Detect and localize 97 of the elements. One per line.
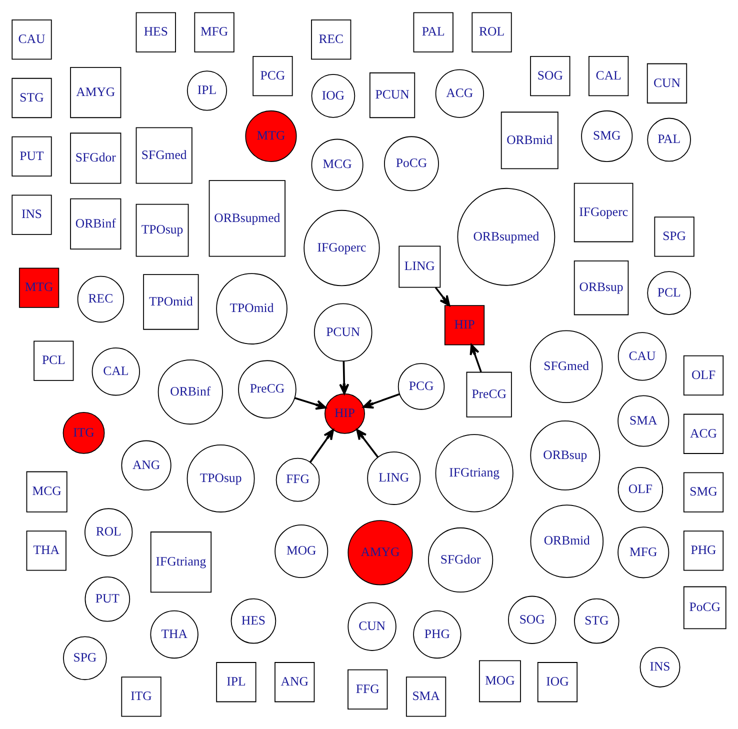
node-box: IFGoperc [574,182,634,242]
node-box: PCUN [369,72,416,118]
node-circle: SOG [508,596,556,644]
node-circle: PreCG [238,360,296,419]
node-circle: MTG [245,110,297,162]
node-box: TPOsup [136,204,189,257]
node-box: LING [398,246,441,288]
arrow [310,429,334,463]
node-circle: ANG [121,440,172,490]
node-box: ROL [472,12,512,52]
node-box: THA [26,530,66,571]
node-circle: IOG [311,74,356,118]
node-circle: MCG [311,138,364,191]
node-circle: ORBsupmed [457,188,556,286]
node-circle: ITG [62,412,105,454]
node-box: MOG [478,660,521,702]
node-box: INS [12,194,52,235]
node-box: PCG [252,56,293,96]
arrow [339,361,350,394]
node-circle: PCL [647,271,692,315]
node-box: STG [12,78,52,118]
node-box: CAU [12,20,52,60]
node-circle: PCG [398,363,445,410]
node-box: ANG [274,662,315,702]
node-circle: PUT [84,576,130,622]
arrow [294,397,326,410]
node-circle: TPOsup [186,444,255,512]
node-circle: REC [77,276,124,323]
node-circle: CAU [618,332,667,381]
node-box: HIP [444,305,485,346]
node-box: IPL [216,662,256,702]
node-circle: IFGoperc [304,210,380,286]
node-box: ORBmid [500,112,558,170]
node-box: PAL [413,12,454,52]
node-circle: MOG [274,524,328,578]
node-box: PUT [12,136,52,176]
node-box: SPG [654,216,694,257]
node-box: IFGtriang [150,532,212,593]
node-box: PoCG [683,586,726,630]
node-box: SFGmed [136,127,192,184]
node-circle: AMYG [348,520,413,586]
node-box: SFGdor [70,132,122,184]
node-circle: ACG [435,69,484,118]
node-box: ORBinf [70,198,122,250]
node-circle: ORBmid [530,504,604,578]
node-box: ORBsupmed [208,180,286,257]
node-circle: FFG [276,458,320,502]
node-box: CUN [646,63,688,104]
node-circle: ORBsup [530,420,600,490]
node-circle: IFGtriang [435,434,514,512]
node-circle: PHG [413,610,462,659]
node-circle: TPOmid [216,273,288,344]
node-box: CAL [588,56,629,96]
node-circle: SFGdor [428,527,494,593]
node-box: TPOmid [143,274,199,330]
arrow [356,429,379,458]
node-circle: SFGmed [530,330,603,403]
node-circle: LING [367,451,421,505]
node-circle: CUN [348,602,396,651]
node-circle: INS [640,646,680,688]
node-box: PHG [683,530,724,571]
node-box: SMG [683,472,724,512]
node-box: ORBsup [574,260,629,316]
node-circle: OLF [618,466,664,512]
node-box: MTG [18,268,60,308]
node-box: REC [311,20,352,60]
node-circle: PAL [647,118,692,162]
node-circle: HIP [324,393,365,434]
arrow [470,344,482,372]
node-circle: ROL [84,508,133,556]
arrow [434,286,450,306]
node-box: ACG [683,414,724,454]
node-box: OLF [683,355,724,396]
node-circle: PoCG [384,136,439,192]
node-circle: MFG [618,526,670,578]
node-circle: CAL [92,348,140,396]
node-box: AMYG [70,66,122,118]
node-circle: HES [230,598,276,644]
node-box: MFG [194,12,234,52]
node-box: MCG [26,471,68,512]
node-circle: PCUN [314,303,372,362]
node-box: PreCG [466,372,512,418]
node-box: SMA [406,676,446,717]
node-box: HES [136,12,176,52]
arrow [362,393,400,409]
node-box: ITG [121,676,162,717]
node-circle: SMA [618,395,670,447]
node-circle: ORBinf [158,359,223,425]
node-circle: STG [574,598,620,644]
node-circle: THA [150,610,198,659]
node-circle: SPG [63,636,107,680]
node-box: SOG [530,56,570,96]
node-circle: SMG [581,110,633,162]
node-box: IOG [537,662,578,702]
node-circle: IPL [186,70,228,111]
node-box: FFG [348,669,388,710]
node-box: PCL [34,340,74,381]
